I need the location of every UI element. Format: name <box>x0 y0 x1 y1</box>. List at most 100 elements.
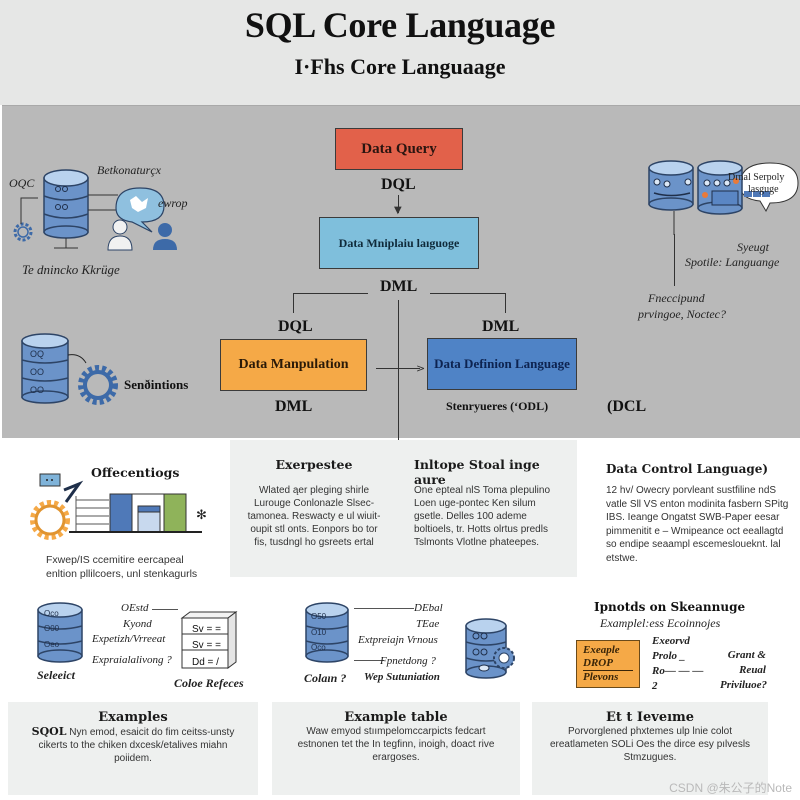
ddl-caption: Stenryueres (ʻODL) <box>446 399 549 413</box>
connector-middle-top <box>354 608 414 609</box>
connector-branch-left <box>293 293 368 294</box>
connector-right-note <box>674 234 675 286</box>
arrow-down-icon: ▼ <box>394 205 402 216</box>
col1-item: 2 <box>652 680 658 692</box>
section-text-offecentiogs: Fxwep/IS ccemitire eercapeal enltion pll… <box>46 554 198 580</box>
right-top-caption-line1: Syeugt <box>737 240 769 254</box>
right-example-title: Ipnotds on Skeannuge <box>594 600 746 614</box>
badge-line-2: DROP <box>583 657 633 671</box>
table-stack-icon <box>180 611 238 669</box>
dml-label-bottom: DML <box>275 398 313 415</box>
database-icon <box>43 169 89 249</box>
data-manipulation-language-box[interactable]: Data Mniplaiu laıguoge <box>319 217 479 269</box>
ooc-label: OQC <box>9 176 35 190</box>
svg-text:OO: OO <box>30 385 44 395</box>
data-query-box[interactable]: Data Query <box>335 128 463 170</box>
gear-icon <box>30 500 70 540</box>
db-row-2: O10 <box>311 628 327 637</box>
dml-label-right: DML <box>482 318 520 335</box>
database-icon <box>305 602 349 663</box>
asterisk-icon: ✻ <box>196 508 207 523</box>
db-label-column: Colaın ? <box>304 671 347 685</box>
data-query-label: Data Query <box>361 140 437 157</box>
user-label: ewrop <box>158 196 188 210</box>
bottom-card-body: Porvorglened phxtemes ulp lnie colot ere… <box>549 726 751 763</box>
chat-icon <box>39 473 61 487</box>
dql-label-left: DQL <box>278 318 313 335</box>
badge-line-1: Exeaple <box>583 644 620 656</box>
bottom-card-lead: SQOL <box>31 725 67 738</box>
database-gear-icon <box>465 618 515 679</box>
drop-example-badge[interactable]: Exeaple DROP Plevons <box>576 640 640 688</box>
speech-bubble-icon <box>739 162 799 213</box>
dcl-label: (DCL <box>607 398 647 415</box>
section-title-exerpestee: Exerpestee <box>275 457 353 472</box>
data-manipulation-label: Data Manpulation <box>238 357 349 372</box>
database-icon <box>37 602 83 663</box>
right-example-col2: Grant & Reual Priviluoe? <box>720 648 768 693</box>
svg-text:OO: OO <box>30 367 44 377</box>
col2-item: Grant & <box>727 649 766 661</box>
dml-box-label: Data Mniplaiu laıguoge <box>338 235 460 250</box>
connector-middle-bottom <box>354 660 384 661</box>
arrow-right-icon: > <box>416 362 426 375</box>
bottom-card-et-leveime: Et t Ieveıme Porvorglened phxtemes ulp l… <box>532 702 768 795</box>
right-note-line2: prvingoe, Noctec? <box>638 307 726 321</box>
bubble-text-line2: lasguge <box>748 184 779 195</box>
left-top-caption: Te dnincko Kkrüge <box>22 262 120 277</box>
table-caption: Coloe Refeces <box>174 676 244 690</box>
connector-query-to-dml <box>398 195 399 213</box>
col1-item: Prolo _ <box>652 650 686 662</box>
speech-bubble-icon <box>115 187 165 233</box>
database-icon-secondary <box>697 160 770 215</box>
term-1: OEstd <box>121 602 149 614</box>
col2-item: Reual <box>739 664 766 676</box>
section-title-offecentiogs: Offecentiogs <box>91 465 180 480</box>
data-definition-language-box[interactable]: Data Definion Language <box>427 338 577 390</box>
connector-branch-left-drop <box>293 293 294 313</box>
db-label-select: Seleeict <box>37 668 75 682</box>
db-row-1: O50 <box>311 612 327 621</box>
section-title-data-control-language: Data Control Language) <box>606 462 769 476</box>
term-2: Kyond <box>123 618 152 630</box>
section-text-exerpestee: Wlated ąer pleging shirle Lurouge Conlon… <box>247 485 381 548</box>
table-row-3: Dd = / <box>192 657 219 668</box>
right-top-caption-line2: Spotile: Languange <box>685 255 780 269</box>
col1-item: Exeorvd <box>652 635 690 647</box>
watermark: CSDN @朱公子的Note <box>669 781 792 795</box>
col2-item: Priviluoe? <box>720 679 768 691</box>
page-title: SQL Core Language <box>244 5 556 45</box>
bar-chart-icon <box>69 493 202 533</box>
term-2: TEae <box>416 618 440 630</box>
network-label: Betkonaturçx <box>97 163 161 177</box>
database-pair-illustration <box>648 160 799 235</box>
data-manipulation-box[interactable]: Data Manpulation <box>220 339 367 391</box>
database-icon <box>648 160 694 211</box>
connector-branch-right-drop <box>505 293 506 313</box>
dql-label-top: DQL <box>381 176 416 193</box>
term-3: Extpreiajn Vrnous <box>358 634 438 646</box>
database-icon: OQ OO OO <box>21 333 69 404</box>
page-subtitle: I·Fhs Core Languaage <box>294 54 506 79</box>
term-3: Expetizh/Vrreeat <box>92 633 166 645</box>
chart-gear-illustration <box>30 473 202 540</box>
term-4: Fpnetdong ? <box>380 655 436 667</box>
bottom-card-title: Examples <box>98 710 168 725</box>
user-icon-blue <box>153 223 177 250</box>
col1-item: Ro— — — <box>652 665 704 677</box>
connector-term-table <box>152 609 178 610</box>
bottom-card-body: Waw emyod stıımpelomccarpicts fedcart es… <box>297 726 495 763</box>
term-4: Expraialalivong ? <box>92 654 172 666</box>
db-row-1: Oco <box>44 609 59 618</box>
bottom-card-text: SQOL Nyn emod, esaicit do fim ceitss-uns… <box>8 725 258 765</box>
table-row-2: Sv = = <box>192 640 221 651</box>
bottom-card-examples: Examples SQOL Nyn emod, esaicit do fim c… <box>8 702 258 795</box>
term-5: Wep Sutuniation <box>364 671 440 683</box>
bottom-card-title: Example table <box>344 710 448 725</box>
db-row-3: Oeo <box>44 640 60 649</box>
bottom-card-example-table: Example table Waw emyod stıımpelomccarpi… <box>272 702 520 795</box>
connector-center-vertical <box>398 300 399 562</box>
connector-manip-to-ddl <box>376 368 420 369</box>
right-example-col1: Exeorvd Prolo _ Ro— — — 2 <box>652 634 703 694</box>
database-network-illustration <box>13 169 177 251</box>
